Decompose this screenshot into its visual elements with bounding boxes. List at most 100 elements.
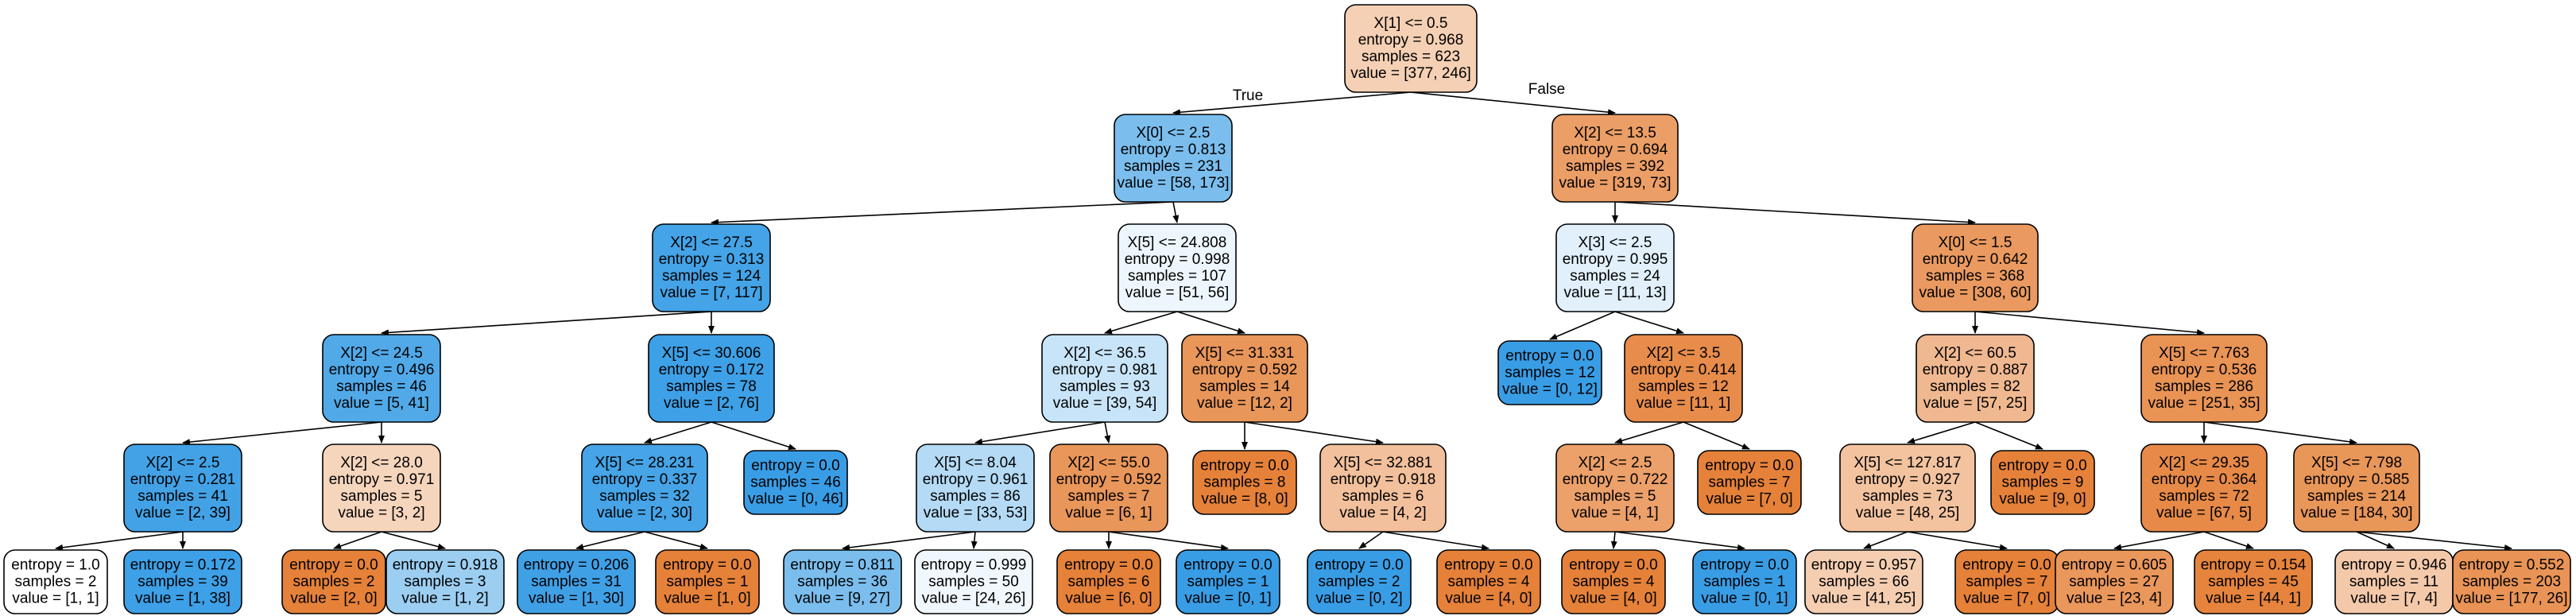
tree-edge xyxy=(1907,421,1976,444)
tree-edge xyxy=(1974,311,2205,336)
node-text-line: value = [0, 1] xyxy=(1701,591,1788,607)
node-text-line: entropy = 0.946 xyxy=(2342,557,2447,574)
tree-edge xyxy=(2356,531,2512,552)
node-text-line: value = [1, 0] xyxy=(664,591,750,607)
tree-edge xyxy=(55,531,184,551)
tree-edge xyxy=(842,531,976,551)
node-text-line: entropy = 0.414 xyxy=(1631,362,1737,378)
node-text-line: samples = 8 xyxy=(1204,475,1286,491)
tree-edge xyxy=(381,311,712,336)
node-box xyxy=(1697,450,1802,515)
node-text-line: value = [11, 13] xyxy=(1563,285,1666,301)
node-text-line: X[5] <= 32.881 xyxy=(1334,455,1433,471)
node-text-line: value = [1, 2] xyxy=(401,591,488,607)
node-text-line: samples = 4 xyxy=(1448,574,1530,591)
tree-edge xyxy=(974,421,1106,445)
node-text-line: samples = 93 xyxy=(1059,378,1150,395)
node-text-line: X[5] <= 8.04 xyxy=(934,455,1017,471)
tree-edge xyxy=(1382,531,1489,551)
node-text-line: entropy = 0.722 xyxy=(1563,471,1668,488)
node-text-line: entropy = 0.496 xyxy=(329,362,435,378)
node-text-line: X[5] <= 28.231 xyxy=(595,455,695,471)
node-text-line: entropy = 0.172 xyxy=(130,557,236,574)
node-text-line: entropy = 0.0 xyxy=(1569,557,1657,574)
node-text-line: value = [6, 0] xyxy=(1065,591,1152,607)
tree-edge xyxy=(970,531,978,549)
node-text-line: X[3] <= 2.5 xyxy=(1579,234,1652,251)
node-text-line: samples = 36 xyxy=(797,574,888,591)
node-text-line: value = [1, 30] xyxy=(529,591,624,607)
tree-edge xyxy=(1907,531,2008,551)
node-text-line: entropy = 0.154 xyxy=(2201,557,2307,574)
node-box xyxy=(743,450,848,515)
node-text-line: X[2] <= 13.5 xyxy=(1574,125,1656,141)
tree-edge xyxy=(1863,531,1908,549)
node-text-line: entropy = 0.0 xyxy=(1200,458,1288,475)
tree-edge xyxy=(381,531,446,550)
tree-edge xyxy=(1172,91,1412,116)
node-box xyxy=(2055,549,2174,614)
node-box xyxy=(1624,334,1743,423)
node-text-line: entropy = 0.927 xyxy=(1855,471,1961,488)
tree-edge xyxy=(1358,531,1384,549)
node-text-line: entropy = 0.0 xyxy=(1315,557,1403,574)
node-text-line: value = [2, 0] xyxy=(290,591,377,607)
tree-edge xyxy=(1614,311,1684,335)
node-box xyxy=(2140,334,2268,423)
tree-edge xyxy=(1244,421,1384,445)
node-text-line: samples = 12 xyxy=(1638,378,1729,395)
tree-edge xyxy=(1614,421,1684,444)
node-box xyxy=(783,549,902,614)
node-box xyxy=(916,444,1035,533)
node-box xyxy=(1804,549,1923,614)
node-text-line: value = [1, 1] xyxy=(12,591,99,607)
node-text-line: entropy = 0.995 xyxy=(1563,251,1668,268)
tree-edge xyxy=(182,421,382,446)
node-text-line: entropy = 0.592 xyxy=(1056,471,1162,488)
tree-edge xyxy=(1104,311,1178,335)
node-text-line: value = [5, 41] xyxy=(334,395,429,412)
node-text-line: value = [58, 173] xyxy=(1117,175,1229,192)
node-box xyxy=(1319,444,1447,533)
node-text-line: samples = 124 xyxy=(662,268,761,285)
node-text-line: entropy = 0.0 xyxy=(663,557,751,574)
node-text-line: samples = 72 xyxy=(2159,488,2249,505)
node-text-line: value = [2, 76] xyxy=(664,395,759,412)
node-box xyxy=(385,549,505,614)
node-text-line: entropy = 0.813 xyxy=(1121,141,1226,158)
node-text-line: value = [11, 1] xyxy=(1637,395,1730,412)
tree-edge xyxy=(1549,311,1616,340)
node-box xyxy=(2452,549,2571,614)
node-text-line: entropy = 0.981 xyxy=(1052,362,1158,378)
node-box xyxy=(2140,444,2268,533)
node-text-line: samples = 66 xyxy=(1819,574,1909,591)
node-text-line: samples = 32 xyxy=(599,488,690,505)
node-text-line: X[5] <= 7.763 xyxy=(2159,345,2249,362)
node-text-line: X[2] <= 3.5 xyxy=(1647,345,1721,362)
node-text-line: X[5] <= 127.817 xyxy=(1854,455,1961,471)
node-text-line: value = [2, 30] xyxy=(597,505,692,521)
node-text-line: samples = 286 xyxy=(2155,378,2253,395)
node-text-line: entropy = 0.998 xyxy=(1125,251,1230,268)
node-text-line: samples = 7 xyxy=(1068,488,1150,505)
node-text-line: samples = 11 xyxy=(2349,574,2438,591)
node-text-line: X[0] <= 1.5 xyxy=(1939,234,2012,251)
node-text-line: samples = 41 xyxy=(138,488,228,505)
node-text-line: samples = 73 xyxy=(1862,488,1953,505)
tree-edge xyxy=(1974,421,2043,450)
node-box xyxy=(123,444,242,533)
node-text-line: entropy = 0.172 xyxy=(659,362,765,378)
node-text-line: samples = 203 xyxy=(2462,574,2561,591)
